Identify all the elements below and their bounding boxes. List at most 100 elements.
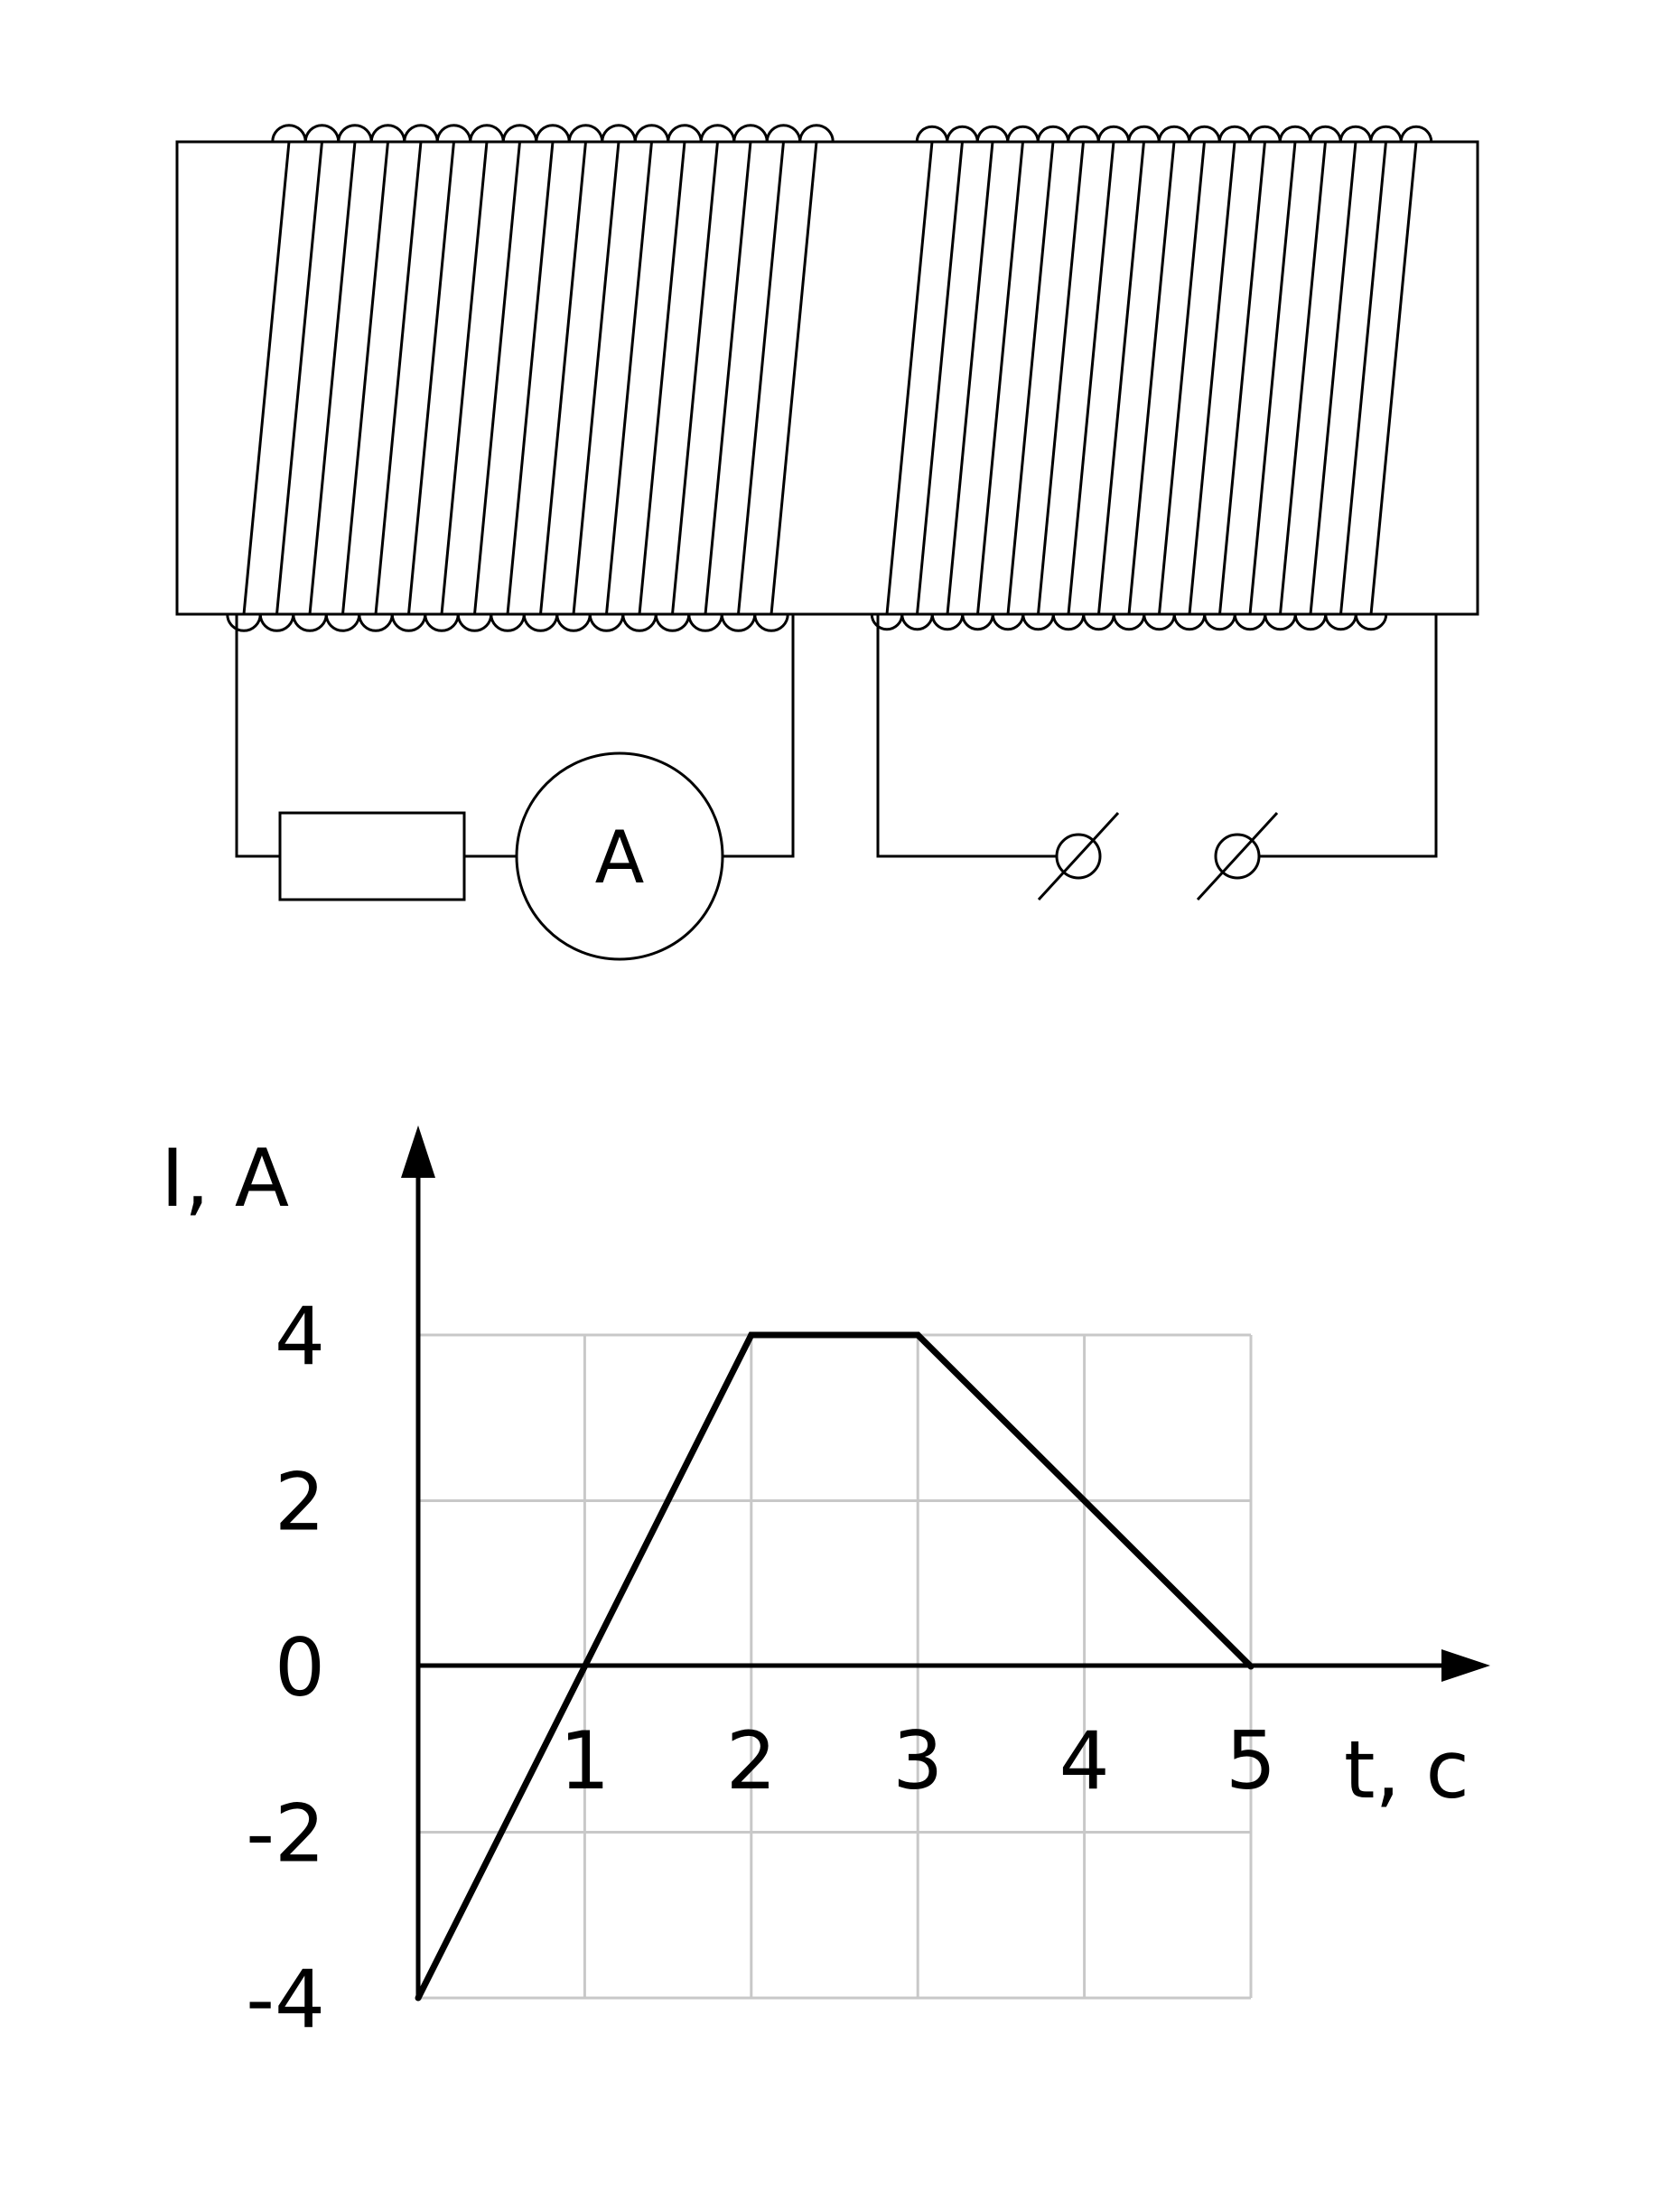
coil-top-loop [633, 124, 670, 143]
data-point [914, 1331, 921, 1339]
coil-winding [1188, 141, 1236, 615]
coil-bottom-loop [1021, 613, 1055, 631]
coil-top-loop [1127, 125, 1161, 143]
coil-winding [946, 141, 994, 615]
coil-winding [1127, 141, 1176, 615]
resistor [278, 811, 466, 901]
coil-top-loop [1006, 125, 1040, 143]
coil-top-loop [699, 124, 736, 143]
coil-top-loop [501, 124, 538, 143]
x-tick-label: 2 [726, 1714, 777, 1807]
coil-bottom-loop [1203, 613, 1236, 631]
coil-winding [275, 141, 323, 615]
ammeter-label: A [595, 816, 645, 900]
coil-bottom-loop [226, 613, 262, 632]
primary-coil [226, 124, 835, 632]
meter-return-wire [723, 614, 795, 858]
coil-winding [1369, 141, 1418, 615]
coil-bottom-loop [1143, 613, 1176, 631]
coil-winding [242, 141, 291, 615]
y-tick-labels: 420-2-4 [246, 1290, 325, 2046]
coil-winding [506, 141, 555, 615]
coil-bottom-loop [358, 613, 394, 632]
coil-bottom-loop [522, 613, 559, 632]
y-tick-label: 2 [275, 1456, 325, 1549]
secondary-coil [870, 125, 1433, 631]
x-axis-arrow [1441, 1649, 1490, 1682]
x-axis-label: t, c [1344, 1723, 1469, 1816]
coil-winding [1037, 141, 1085, 615]
coil-bottom-loop [654, 613, 691, 632]
coil-winding [539, 141, 587, 615]
coil-top-loop [765, 124, 802, 143]
coil-bottom-loop [870, 613, 904, 631]
coil-bottom-loop [292, 613, 328, 632]
coil-bottom-loop [991, 613, 1025, 631]
circuit-diagram [175, 124, 1479, 961]
coil-winding [1279, 141, 1327, 615]
coil-winding [976, 141, 1024, 615]
chart-axes [415, 1165, 1454, 1998]
coil-top-loop [1157, 125, 1191, 143]
coil-bottom-loop [390, 613, 427, 632]
coil-top-loop [271, 124, 307, 143]
coil-winding [770, 141, 818, 615]
coil-winding [1097, 141, 1145, 615]
coil-top-loop [369, 124, 406, 143]
coil-bottom-loop [1051, 613, 1086, 631]
coil-top-loop [435, 124, 472, 143]
left-circuit-wire [235, 614, 280, 858]
coil-winding [737, 141, 785, 615]
coil-top-loop [1217, 125, 1252, 143]
coil-winding [605, 141, 653, 615]
coil-top-loop [303, 124, 340, 143]
x-tick-label: 4 [1059, 1714, 1110, 1807]
coil-bottom-loop [1233, 613, 1267, 631]
coil-bottom-loop [1354, 613, 1388, 631]
coil-winding [1067, 141, 1115, 615]
coil-bottom-loop [424, 613, 460, 632]
coil-top-loop [975, 125, 1010, 143]
current-line [415, 1331, 1254, 2000]
coil-winding [1006, 141, 1055, 615]
coil-bottom-loop [900, 613, 934, 631]
coil-top-loop [1096, 125, 1131, 143]
coil-top-loop [535, 124, 571, 143]
y-axis-arrow [401, 1125, 435, 1178]
coil-top-loop [915, 125, 949, 143]
terminal-left-slash [1037, 811, 1120, 901]
terminal-right-slash [1196, 811, 1279, 901]
coil-winding [1158, 141, 1206, 615]
coil-bottom-loop [258, 613, 295, 632]
data-point [1247, 1663, 1255, 1670]
coil-bottom-loop [687, 613, 723, 632]
coil-winding [1309, 141, 1357, 615]
y-axis-label: I, A [161, 1132, 289, 1225]
coil-bottom-loop [324, 613, 361, 632]
coil-winding [440, 141, 489, 615]
coil-bottom-loop [1112, 613, 1146, 631]
coil-top-loop [1036, 125, 1070, 143]
coil-bottom-loop [555, 613, 592, 632]
right-circuit-wire-left [876, 614, 1057, 858]
terminal-left [1055, 833, 1102, 880]
coil-bottom-loop [1172, 613, 1207, 631]
coil-winding [572, 141, 620, 615]
coil-top-loop [1278, 125, 1312, 143]
x-tick-label: 1 [559, 1714, 610, 1807]
coil-bottom-loop [1264, 613, 1297, 631]
coil-top-loop [1339, 125, 1373, 143]
coil-top-loop [1248, 125, 1282, 143]
coil-top-loop [469, 124, 505, 143]
coil-top-loop [567, 124, 604, 143]
coil-winding [308, 141, 357, 615]
y-tick-label: -2 [246, 1787, 325, 1881]
y-tick-label: 0 [275, 1621, 325, 1714]
coil-winding [1339, 141, 1387, 615]
coil-top-loop [1067, 125, 1100, 143]
coil-winding [704, 141, 752, 615]
x-tick-label: 3 [892, 1714, 943, 1807]
coil-bottom-loop [720, 613, 757, 632]
